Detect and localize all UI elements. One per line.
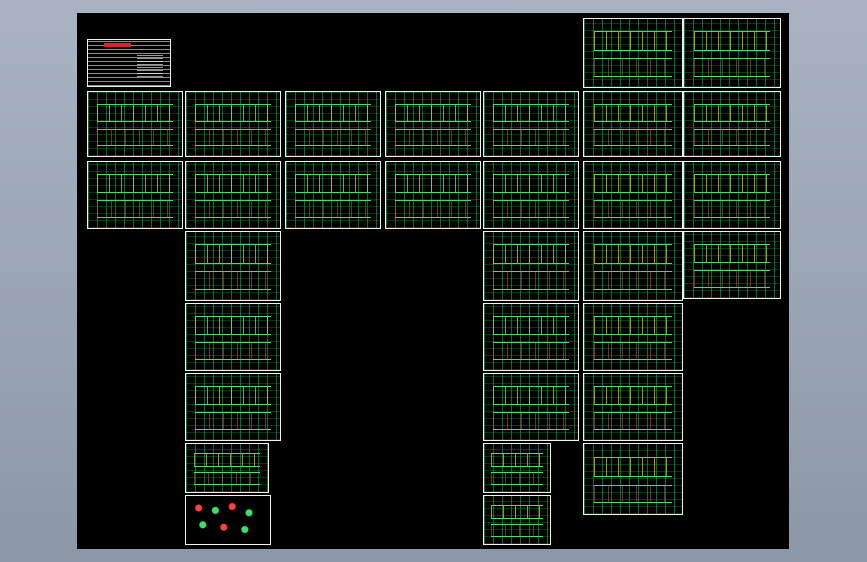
- drawing-sheet[interactable]: [683, 161, 781, 229]
- drawing-sheet[interactable]: [583, 373, 683, 441]
- drawing-sheet[interactable]: [87, 161, 183, 229]
- drawing-sheet[interactable]: [583, 161, 683, 229]
- drawing-sheet[interactable]: [185, 303, 281, 371]
- drawing-sheet[interactable]: [583, 303, 683, 371]
- drawing-sheet[interactable]: [185, 91, 281, 157]
- drawing-sheet[interactable]: [683, 91, 781, 157]
- drawing-sheet[interactable]: [87, 39, 171, 87]
- drawing-sheet[interactable]: [483, 303, 579, 371]
- drawing-sheet[interactable]: [87, 91, 183, 157]
- drawing-sheet[interactable]: [583, 443, 683, 515]
- drawing-sheet[interactable]: [683, 18, 781, 88]
- drawing-sheet[interactable]: [185, 161, 281, 229]
- drawing-sheet[interactable]: [185, 231, 281, 301]
- drawing-sheet[interactable]: [385, 161, 481, 229]
- drawing-sheet[interactable]: [285, 91, 381, 157]
- drawing-sheet[interactable]: [583, 231, 683, 301]
- drawing-sheet[interactable]: [483, 91, 579, 157]
- drawing-sheet[interactable]: [483, 373, 579, 441]
- drawing-sheet[interactable]: [285, 161, 381, 229]
- drawing-sheet[interactable]: [483, 443, 551, 493]
- drawing-sheet[interactable]: [683, 231, 781, 299]
- drawing-sheet[interactable]: [483, 231, 579, 301]
- drawing-sheet[interactable]: [185, 495, 271, 545]
- drawing-sheet[interactable]: [483, 495, 551, 545]
- drawing-sheet[interactable]: [385, 91, 481, 157]
- drawing-canvas[interactable]: [77, 13, 789, 549]
- drawing-sheet[interactable]: [185, 373, 281, 441]
- drawing-sheet[interactable]: [583, 18, 683, 88]
- drawing-sheet[interactable]: [483, 161, 579, 229]
- drawing-sheet[interactable]: [185, 443, 269, 493]
- drawing-sheet[interactable]: [583, 91, 683, 157]
